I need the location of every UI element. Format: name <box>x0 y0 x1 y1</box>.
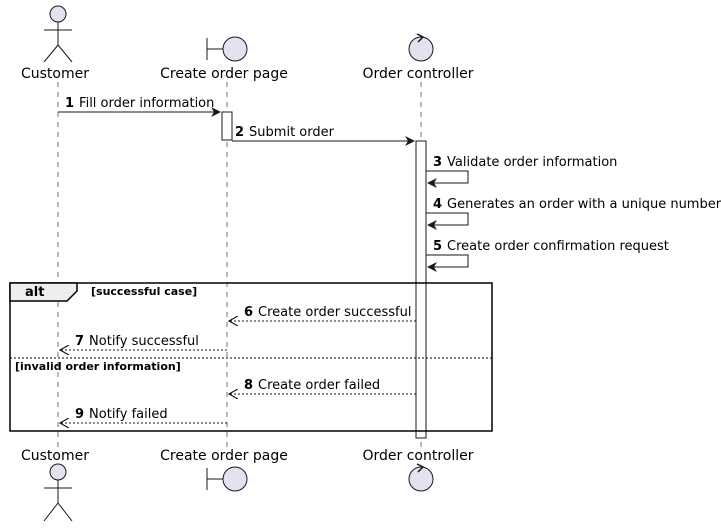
participant-label: Create order page <box>160 448 288 464</box>
alt-guard-success: [successful case] <box>91 285 197 298</box>
participant-order-controller-top: Order controller <box>362 33 474 82</box>
participant-label: Order controller <box>362 66 473 82</box>
message-number: 3 <box>433 155 442 170</box>
message-label: 8 Create order failed <box>244 378 380 393</box>
participant-order-controller-bottom: Order controller <box>362 448 474 492</box>
message-number: 4 <box>433 197 442 212</box>
participant-create-order-page-top: Create order page <box>160 36 288 82</box>
message-label: 7 Notify successful <box>75 334 199 349</box>
message-number: 5 <box>433 239 442 254</box>
message-number: 9 <box>75 407 84 422</box>
message-number: 7 <box>75 334 84 349</box>
control-icon <box>408 33 434 62</box>
activation-bar-create-order-page <box>221 111 233 141</box>
message-1: 1 Fill order information <box>58 96 221 117</box>
message-text: Fill order information <box>79 96 214 111</box>
message-label: 9 Notify failed <box>75 407 168 422</box>
message-text: Create order failed <box>258 378 380 393</box>
message-label: 6 Create order successful <box>244 305 411 320</box>
message-number: 8 <box>244 378 253 393</box>
message-number: 2 <box>235 125 244 140</box>
message-arrow <box>426 254 469 272</box>
message-text: Notify successful <box>89 334 199 349</box>
participant-label: Customer <box>21 66 89 82</box>
boundary-icon <box>206 466 248 492</box>
message-label: 4 Generates an order with a unique number <box>433 197 721 212</box>
message-text: Generates an order with a unique number <box>447 197 721 212</box>
alt-fragment: alt [successful case] [invalid order inf… <box>9 282 493 432</box>
control-icon <box>408 463 434 492</box>
message-label: 5 Create order confirmation request <box>433 239 669 254</box>
message-text: Validate order information <box>447 155 617 170</box>
message-9: 9 Notify failed <box>60 407 227 423</box>
message-text: Submit order <box>249 125 335 140</box>
alt-guard-invalid: [invalid order information] <box>15 360 181 373</box>
message-3: 3 Validate order information <box>426 155 617 188</box>
message-text: Create order successful <box>258 305 411 320</box>
message-7: 7 Notify successful <box>60 334 227 350</box>
message-4: 4 Generates an order with a unique number <box>426 197 721 230</box>
message-arrow <box>426 212 469 230</box>
participant-label: Create order page <box>160 66 288 82</box>
message-5: 5 Create order confirmation request <box>426 239 669 272</box>
message-text: Create order confirmation request <box>447 239 669 254</box>
message-label: 1 Fill order information <box>65 96 214 111</box>
actor-icon <box>43 5 73 63</box>
activation-bar-order-controller <box>415 140 427 439</box>
alt-label: alt <box>25 285 44 300</box>
participant-customer-bottom: Customer <box>21 448 89 522</box>
message-8: 8 Create order failed <box>229 378 416 394</box>
message-label: 2 Submit order <box>235 125 335 140</box>
message-2: 2 Submit order <box>232 125 415 146</box>
alt-label-tab <box>9 282 78 302</box>
message-number: 1 <box>65 96 74 111</box>
actor-icon <box>43 463 73 522</box>
message-6: 6 Create order successful <box>229 305 416 321</box>
message-arrow <box>426 170 469 188</box>
participant-label: Customer <box>21 448 89 464</box>
participant-label: Order controller <box>362 448 473 464</box>
message-label: 3 Validate order information <box>433 155 617 170</box>
participant-create-order-page-bottom: Create order page <box>160 448 288 492</box>
message-text: Notify failed <box>89 407 168 422</box>
boundary-icon <box>206 36 248 62</box>
participant-customer-top: Customer <box>21 5 89 82</box>
message-number: 6 <box>244 305 253 320</box>
